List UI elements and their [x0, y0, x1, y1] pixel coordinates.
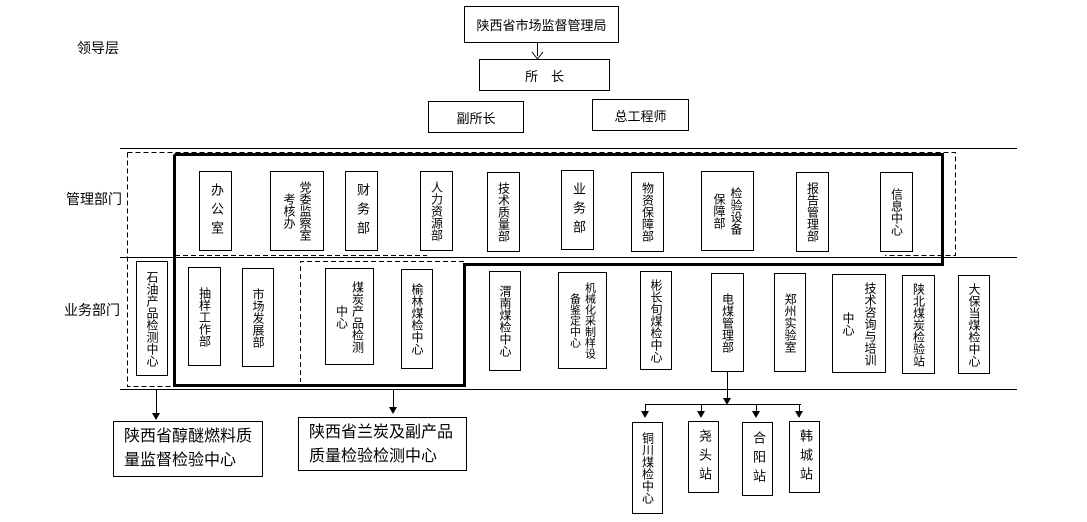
- dept-label: 中心: [334, 304, 349, 329]
- dept-label: 陕北煤炭检验站: [911, 282, 926, 367]
- node-director-label: 所 长: [524, 69, 564, 85]
- dept-label: 党委监察室: [298, 181, 312, 241]
- arrow-down-icon: [389, 407, 397, 414]
- node-deputy-director-label: 副所长: [456, 111, 496, 127]
- thick-group-outline: [173, 153, 946, 388]
- dept-label: 电煤管理部: [720, 292, 735, 353]
- level-label-management: 管理部门: [66, 192, 122, 208]
- node-semicoke-center[interactable]: 陕西省兰炭及副产品 质量检验检测中心: [298, 417, 467, 471]
- dept-label: 人力资源部: [429, 181, 444, 241]
- dept-coal-product-testing[interactable]: 煤炭产品检测 中心: [325, 268, 374, 365]
- dept-label: 机械化采制样设: [583, 282, 597, 359]
- dept-label: 技术咨询与培训: [863, 281, 877, 366]
- node-bureau[interactable]: 陕西省市场监督管理局: [464, 6, 619, 43]
- dept-dabaodang-coal-center[interactable]: 大保当煤检中心: [958, 275, 990, 374]
- dept-label: 报告管理部: [805, 182, 820, 242]
- dashed-coal-group: [300, 261, 465, 383]
- connector-station: [701, 404, 702, 413]
- connector-bureau-director: [537, 43, 538, 56]
- station-label: 铜川煤检中心: [640, 432, 655, 504]
- level-label-leadership: 领导层: [77, 41, 119, 57]
- dept-power-coal-management[interactable]: 电煤管理部: [711, 273, 744, 372]
- dept-market-development[interactable]: 市场发展部: [242, 268, 274, 367]
- dept-label: 物资保障部: [640, 182, 655, 242]
- dept-binchangxun-coal-center[interactable]: 彬长旬煤检中心: [640, 271, 672, 370]
- dept-label: 办公室: [208, 182, 223, 240]
- dept-label: 郑州实验室: [783, 292, 797, 353]
- node-chief-engineer-label: 总工程师: [614, 109, 667, 125]
- connector-station: [645, 404, 646, 413]
- dept-party-supervision[interactable]: 党委监察室 考核办: [270, 171, 324, 251]
- connector-station: [756, 404, 757, 413]
- dept-label: 考核办: [282, 193, 296, 229]
- dept-label: 技术质量部: [496, 182, 511, 242]
- arrow-down-icon: [795, 411, 803, 418]
- connector-power-coal: [727, 372, 728, 400]
- dept-tech-quality[interactable]: 技术质量部: [487, 172, 520, 252]
- separator-middle: [120, 257, 1017, 258]
- connector-methanol: [156, 389, 157, 415]
- dept-business[interactable]: 业务部: [561, 170, 594, 250]
- dept-label: 保障部: [712, 193, 726, 229]
- station-label: 合阳站: [750, 430, 765, 488]
- connector-station: [799, 404, 800, 413]
- dept-hr[interactable]: 人力资源部: [420, 171, 453, 251]
- station-tongchuan-coal-center[interactable]: 铜川煤检中心: [632, 422, 663, 514]
- dept-label: 财务部: [354, 182, 369, 240]
- separator-bottom: [120, 389, 1017, 390]
- connector-stations-bus: [645, 404, 801, 405]
- open-arrow-icon: [531, 46, 544, 60]
- dashed-group-outline: [127, 152, 956, 387]
- node-label-line: 陕西省兰炭及副产品: [309, 422, 454, 441]
- dept-label: 中心: [841, 311, 855, 336]
- node-bureau-label: 陕西省市场监督管理局: [476, 19, 607, 34]
- dept-label: 信息中心: [889, 188, 904, 236]
- arrow-down-icon: [641, 411, 649, 418]
- node-label-line: 质量检验检测中心: [309, 446, 438, 465]
- dept-zhengzhou-lab[interactable]: 郑州实验室: [774, 273, 806, 372]
- dept-label: 彬长旬煤检中心: [649, 278, 663, 363]
- node-label-line: 陕西省醇醚燃料质: [124, 426, 253, 445]
- dept-label: 市场发展部: [251, 287, 265, 348]
- arrow-down-icon: [152, 413, 160, 420]
- arrow-down-icon: [723, 398, 731, 405]
- separator-top: [120, 148, 1017, 149]
- dept-material-support[interactable]: 物资保障部: [631, 172, 664, 252]
- station-yaotou[interactable]: 尧头站: [688, 421, 719, 493]
- dept-label: 渭南煤检中心: [498, 285, 512, 357]
- dept-tech-consulting-training[interactable]: 技术咨询与培训 中心: [832, 274, 886, 373]
- dept-mechanized-sampling-center[interactable]: 机械化采制样设 备鉴定中心: [558, 272, 607, 369]
- dept-office[interactable]: 办公室: [199, 171, 232, 251]
- dept-sampling[interactable]: 抽样工作部: [188, 267, 221, 366]
- dept-weinan-coal-center[interactable]: 渭南煤检中心: [489, 271, 521, 371]
- dept-label: 业务部: [570, 181, 585, 239]
- dept-label: 石油产品检测中心: [145, 270, 159, 367]
- dept-label: 检验设备: [729, 187, 743, 235]
- station-label: 韩城站: [797, 428, 812, 486]
- dept-label: 煤炭产品检测: [350, 280, 365, 353]
- dept-label: 榆林煤检中心: [410, 283, 424, 355]
- station-heyang[interactable]: 合阳站: [742, 422, 773, 496]
- connector-semicoke: [393, 389, 394, 408]
- dept-label: 大保当煤检中心: [967, 282, 981, 367]
- arrow-down-icon: [752, 411, 760, 418]
- node-label-line: 量监督检验中心: [124, 450, 237, 469]
- dept-equipment-support[interactable]: 检验设备 保障部: [701, 171, 754, 251]
- arrow-down-icon: [697, 411, 705, 418]
- node-director[interactable]: 所 长: [479, 59, 610, 91]
- station-label: 尧头站: [696, 428, 711, 486]
- node-deputy-director[interactable]: 副所长: [428, 101, 524, 133]
- dept-petroleum-testing[interactable]: 石油产品检测中心: [136, 261, 168, 376]
- dept-label: 备鉴定中心: [568, 293, 582, 348]
- dept-label: 抽样工作部: [197, 286, 212, 347]
- dept-info-center[interactable]: 信息中心: [880, 172, 913, 252]
- dept-shaanbei-coal-station[interactable]: 陕北煤炭检验站: [902, 275, 935, 374]
- station-hancheng[interactable]: 韩城站: [789, 421, 820, 493]
- node-chief-engineer[interactable]: 总工程师: [592, 99, 689, 131]
- level-label-business: 业务部门: [64, 303, 120, 319]
- node-methanol-fuel-center[interactable]: 陕西省醇醚燃料质 量监督检验中心: [113, 421, 263, 477]
- dept-report-management[interactable]: 报告管理部: [796, 172, 829, 252]
- dept-yulin-coal-center[interactable]: 榆林煤检中心: [401, 269, 433, 369]
- dept-finance[interactable]: 财务部: [345, 171, 378, 251]
